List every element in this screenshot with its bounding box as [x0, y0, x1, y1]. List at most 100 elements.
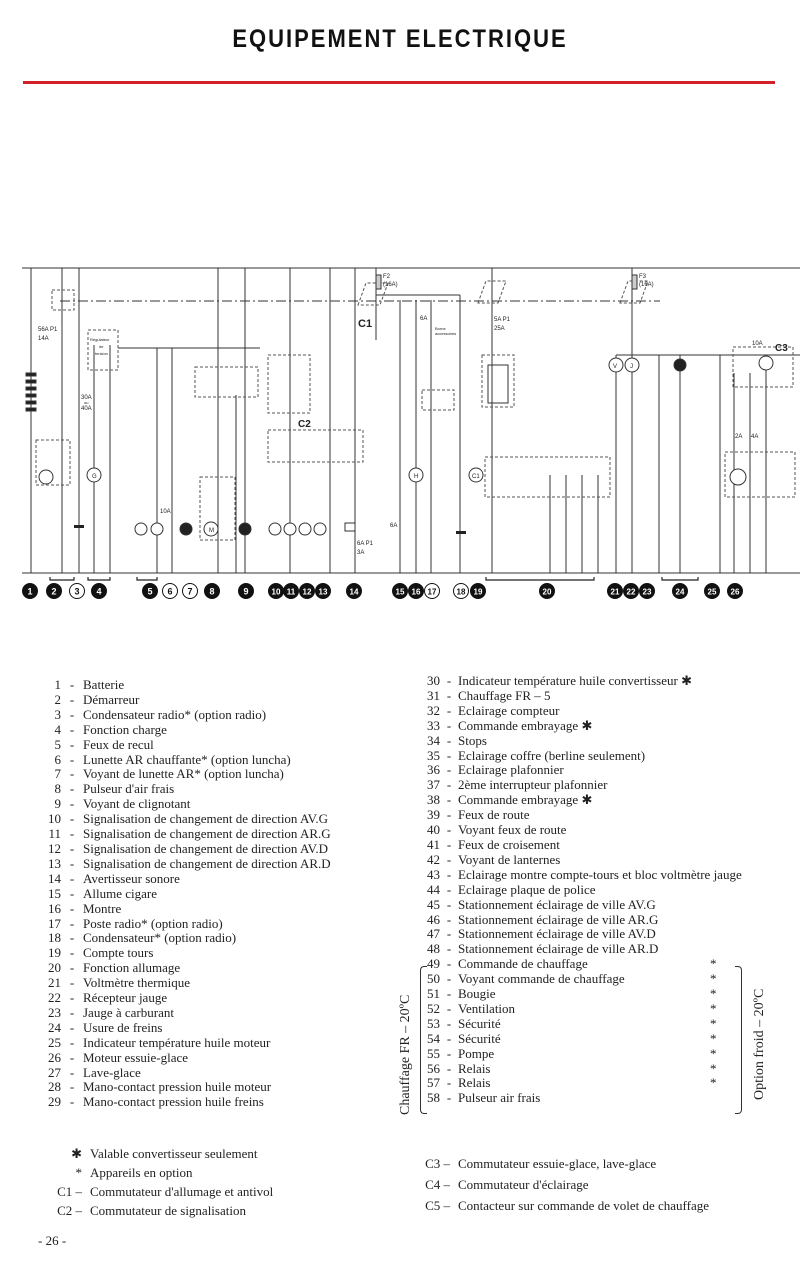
fuse-f3-icon [631, 274, 638, 290]
legend-dash: - [446, 1000, 452, 1016]
legend-dash: - [69, 870, 75, 886]
legend-item-label: Eclairage plafonnier [458, 762, 564, 778]
legend-item: 31-Chauffage FR – 5 [410, 688, 790, 704]
legend-item-label: Usure de freins [83, 1019, 163, 1035]
legend-item: 27-Lave-glace [33, 1064, 383, 1081]
capacitor-icon [74, 525, 84, 528]
legend-item-number: 16 [48, 900, 61, 916]
label-regulator-3: tension [95, 351, 108, 356]
legend-item-label: Signalisation de changement de direction… [83, 840, 329, 856]
legend-item-number: 44 [427, 881, 440, 897]
legend-item-number: 23 [48, 1004, 61, 1020]
legend-item: 1-Batterie [33, 677, 383, 693]
legend-item: 2-Démarreur [33, 692, 383, 708]
legend-item-label: Condensateur radio* (option radio) [83, 706, 267, 722]
legend-item-number: 36 [427, 762, 440, 778]
legend-item-label: Jauge à carburant [83, 1004, 174, 1020]
legend-item-label: Condensateur* (option radio) [83, 930, 237, 946]
components [25, 274, 774, 537]
label-25a: 25A [494, 326, 505, 332]
legend-item: 34-Stops [410, 732, 790, 749]
label-g: G [92, 474, 97, 480]
legend-dash: - [446, 777, 452, 793]
legend-dash: - [446, 911, 452, 927]
legend-item-label: Signalisation de changement de direction… [83, 826, 331, 842]
legend-item-number: 53 [427, 1015, 440, 1031]
legend-item-number: 13 [48, 855, 61, 871]
circuit-marker-21: 21 [607, 583, 623, 599]
note-key: C1 – [57, 1184, 82, 1199]
legend-dash: - [69, 885, 75, 901]
legend-item: 6-Lunette AR chauffante* (option luncha) [33, 752, 383, 768]
key-switch-3 [619, 280, 649, 304]
option-asterisk: * [710, 956, 717, 972]
legend-item: 46-Stationnement éclairage de ville AR.G [410, 911, 790, 928]
legend-item-number: 49 [427, 956, 440, 972]
legend-item-number: 56 [427, 1060, 440, 1076]
battery-icon [25, 372, 37, 412]
legend-item: 47-Stationnement éclairage de ville AV.D [410, 927, 790, 942]
legend-item-number: 14 [48, 870, 61, 886]
legend-item-label: Indicateur température huile moteur [83, 1034, 271, 1050]
legend-item-number: 24 [48, 1019, 61, 1035]
legend-dash: - [446, 851, 452, 867]
c3-rotary-icon [758, 355, 774, 371]
legend-item-label: Voyant de lanternes [458, 851, 561, 867]
legend-item: 14-Avertisseur sonore [33, 870, 383, 887]
legend-item-number: 17 [48, 915, 61, 931]
legend-dash: - [69, 826, 75, 842]
svg-text:19: 19 [474, 588, 483, 597]
blower-motor-icon [203, 521, 219, 537]
option-asterisk: * [710, 1015, 717, 1031]
legend-dash: - [69, 1064, 75, 1080]
label-40a: 40A [81, 406, 92, 412]
circuit-marker-2: 2 [46, 583, 62, 599]
legend-item-label: 2ème interrupteur plafonnier [458, 777, 608, 793]
option-asterisk: * [710, 1060, 717, 1076]
socket-box [421, 389, 455, 411]
legend-dash: - [69, 766, 75, 782]
legend-item-label: Signalisation de changement de direction… [83, 855, 331, 871]
c2-box [267, 429, 364, 463]
legend-dash: - [446, 732, 452, 748]
svg-text:2: 2 [51, 587, 56, 597]
c3-box [732, 346, 794, 388]
note-item: C2 –Commutateur de signalisation [32, 1201, 273, 1220]
note-text: Valable convertisseur seulement [90, 1146, 258, 1161]
label-10a-1: 10A [160, 509, 171, 515]
svg-text:5: 5 [147, 587, 152, 597]
svg-text:3: 3 [74, 587, 79, 597]
legend-item: 56-Relais* [410, 1060, 790, 1077]
legend-item: 18-Condensateur* (option radio) [33, 931, 383, 946]
svg-text:18: 18 [457, 588, 466, 597]
title-rule [23, 81, 775, 84]
legend-item-number: 19 [48, 945, 61, 961]
label-m: M [209, 528, 214, 534]
svg-text:24: 24 [676, 588, 685, 597]
legend-item-number: 48 [427, 941, 440, 957]
legend-dash: - [69, 945, 75, 961]
legend-dash: - [446, 673, 452, 688]
label-or: ou [84, 400, 88, 405]
note-key: C5 – [425, 1198, 450, 1213]
group-label-chauffage: Chauffage FR – 20ºC [398, 994, 413, 1115]
note-key: ✱ [71, 1146, 82, 1161]
legend-dash: - [69, 1004, 75, 1020]
legend-item-label: Voyant de lunette AR* (option luncha) [83, 766, 284, 782]
legend-item-number: 51 [427, 986, 440, 1002]
note-item: ✱ Valable convertisseur seulement [32, 1144, 273, 1163]
circuit-marker-12: 12 [299, 583, 315, 599]
svg-text:23: 23 [643, 588, 652, 597]
legend-dash: - [446, 1030, 452, 1046]
circuit-marker-17: 17 [424, 583, 440, 599]
legend-item: 13-Signalisation de changement de direct… [33, 855, 383, 872]
wiper-motor-icon [729, 468, 747, 486]
circuit-marker-20: 20 [539, 583, 555, 599]
svg-text:26: 26 [731, 588, 740, 597]
legend-dash: - [446, 717, 452, 733]
legend-item-number: 25 [48, 1034, 61, 1050]
label-56a: 56A P1 [38, 327, 58, 333]
legend-item: 20-Fonction allumage [33, 960, 383, 976]
legend-item: 38-Commande embrayage ✱ [410, 792, 790, 808]
label-h: H [414, 474, 418, 480]
